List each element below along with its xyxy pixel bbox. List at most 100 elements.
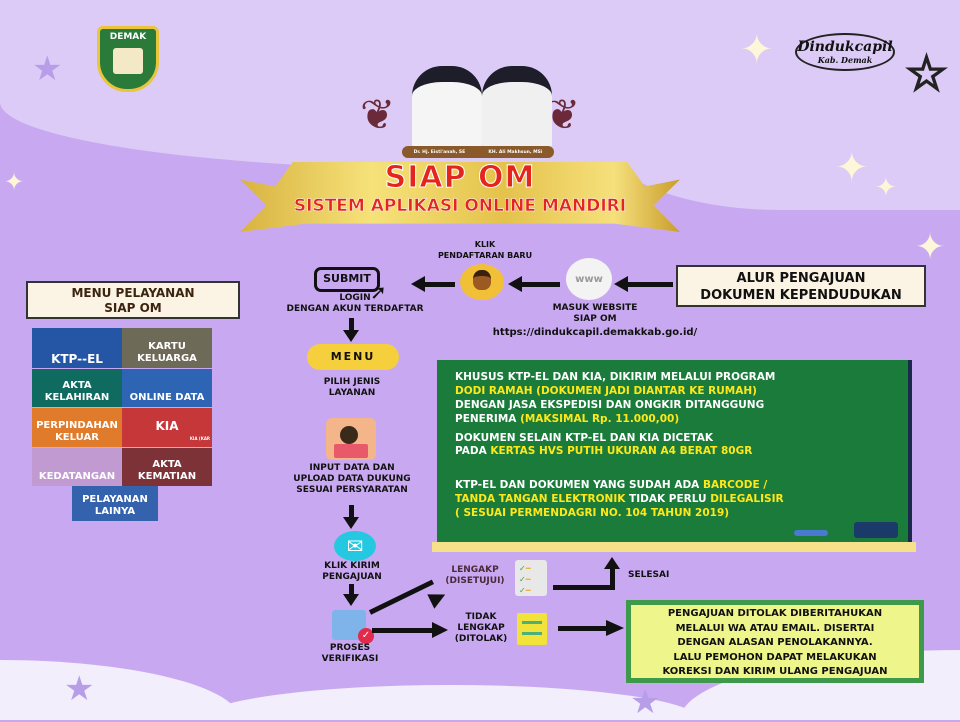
tile-label: KIA	[155, 419, 179, 433]
rejection-note: PENGAJUAN DITOLAK DIBERITAHUKAN MELALUI …	[626, 600, 924, 683]
menu-tile-perpindahan-keluar[interactable]: PERPINDAHAN KELUAR	[32, 408, 122, 447]
note-line: KOREKSI DAN KIRIM ULANG PENGAJUAN	[662, 666, 888, 677]
sparkle-icon: ✦	[740, 27, 774, 73]
arrow-right	[372, 628, 434, 633]
tile-label: AKTA KELAHIRAN	[44, 380, 110, 403]
arrow-down	[349, 584, 354, 596]
globe-www-icon: www	[566, 258, 612, 300]
official-photo	[412, 66, 482, 148]
label-line: (DITOLAK)	[454, 634, 508, 644]
menu-tile-akta-kelahiran[interactable]: AKTA KELAHIRAN	[32, 369, 122, 407]
menu-btn-text: MENU	[330, 350, 376, 363]
text: DENGAN JASA EKSPEDISI DAN ONGKIR DITANGG…	[455, 399, 765, 411]
document-check-icon: ✓	[332, 610, 374, 644]
label-line: PENGAJUAN	[322, 572, 382, 582]
tile-label: PELAYANAN LAINYA	[82, 494, 148, 517]
label-line: SIAP OM	[573, 314, 617, 324]
arrow-down	[349, 505, 354, 519]
menu-tile-ktp-el[interactable]: KTP--EL	[32, 328, 122, 368]
tile-label: AKTA KEMATIAN	[137, 459, 197, 482]
label-line: KLIK	[474, 240, 496, 249]
label-line: LAYANAN	[328, 388, 376, 398]
text: TIDAK PERLU	[625, 493, 711, 505]
logo-sub-text: Kab. Demak	[817, 55, 873, 65]
submit-button-icon: SUBMIT	[314, 267, 380, 292]
note-line: MELALUI WA ATAU EMAIL. DISERTAI	[675, 622, 875, 634]
note-line: LALU PEMOHON DAPAT MELAKUKAN	[673, 651, 877, 663]
arrow-right	[558, 626, 608, 631]
text: DOKUMEN SELAIN KTP-EL DAN KIA DICETAK	[455, 432, 713, 444]
website-url-link[interactable]: https://dindukcapil.demakkab.go.id/	[492, 327, 698, 338]
app-subtitle: SISTEM APLIKASI ONLINE MANDIRI	[293, 196, 627, 217]
arrow-head	[343, 594, 359, 606]
highlight-text: DILEGALISIR	[710, 493, 784, 505]
arrow-head	[614, 276, 628, 292]
user-avatar-icon	[460, 264, 504, 300]
label-line: VERIFIKASI	[321, 654, 379, 664]
submit-text: SUBMIT	[323, 272, 371, 285]
label-line: LENGAKP	[451, 565, 499, 575]
tile-label: KTP--EL	[51, 352, 103, 366]
note-line: DENGAN ALASAN PENOLAKANNYA.	[677, 637, 873, 648]
highlight-text: TANDA TANGAN ELEKTRONIK	[455, 493, 626, 505]
info-paragraph-legalisir: KTP-EL DAN DOKUMEN YANG SUDAH ADA BARCOD…	[455, 478, 908, 520]
title-ribbon	[240, 162, 680, 232]
label-line: KLIK KIRIM	[324, 561, 380, 571]
label-line: PENDAFTARAN BARU	[437, 251, 533, 260]
logo-main-text: Dindukcapil	[797, 39, 893, 55]
label-line: INPUT DATA DAN	[309, 463, 395, 473]
label-line: SESUAI PERSYARATAN	[296, 485, 408, 495]
label-line: DENGAN AKUN TERDAFTAR	[286, 304, 424, 314]
menu-tile-kedatangan[interactable]: KEDATANGAN	[32, 448, 122, 486]
tile-label: PERPINDAHAN KELUAR	[36, 420, 118, 443]
dindukcapil-logo: Dindukcapil Kab. Demak	[795, 33, 895, 71]
www-text: www	[575, 273, 603, 285]
sparkle-icon: ✦	[915, 227, 946, 268]
highlight-text: ( SESUAI PERMENDAGRI NO. 104 TAHUN 2019)	[455, 507, 730, 519]
menu-tile-akta-kematian[interactable]: AKTA KEMATIAN	[122, 448, 212, 486]
menu-title-banner: MENU PELAYANAN SIAP OM	[26, 281, 240, 319]
menu-button-icon: MENU	[307, 344, 399, 370]
arrow-down	[349, 318, 354, 332]
sparkle-icon: ✦	[875, 173, 897, 203]
daftar-label: KLIK PENDAFTARAN BARU	[420, 239, 550, 261]
label-line: (DISETUJUI)	[445, 576, 505, 586]
menu-tile-pelayanan-lainya[interactable]: PELAYANAN LAINYA	[72, 486, 158, 521]
star-outline-icon: ☆	[904, 46, 949, 102]
label-line: LENGKAP	[457, 623, 505, 633]
alur-line: DOKUMEN KEPENDUDUKAN	[700, 288, 902, 303]
demak-logo: DEMAK	[97, 26, 159, 92]
laurel-left-icon: ❦	[360, 90, 396, 139]
star-icon: ★	[630, 682, 661, 722]
highlight-text: KERTAS HVS PUTIH UKURAN A4 BERAT 80GR	[490, 445, 753, 457]
text: KHUSUS KTP-EL DAN KIA, DIKIRIM MELALUI P…	[455, 371, 776, 383]
sparkle-icon: ✦	[4, 168, 25, 196]
label-line: PROSES	[329, 643, 371, 653]
arrow-head	[343, 330, 359, 342]
official-photo	[482, 66, 552, 148]
official-name: Dr. Hj. Eisti'anah, SE	[413, 149, 466, 155]
menu-tile-kartu-keluarga[interactable]: KARTU KELUARGA	[122, 328, 212, 368]
menu-tile-online-data[interactable]: ONLINE DATA	[122, 369, 212, 407]
text: PENERIMA	[455, 413, 521, 425]
cursor-icon: ➚	[370, 280, 387, 304]
chalkboard-ledge	[432, 542, 916, 552]
officials-caption: Dr. Hj. Eisti'anah, SE KH. Ali Makhsun, …	[402, 146, 554, 158]
background-cloud	[200, 685, 700, 720]
lengkap-label: LENGAKP(DISETUJUI)	[440, 565, 510, 587]
menu-title-line: SIAP OM	[104, 301, 162, 315]
eraser-icon	[854, 522, 898, 538]
note-line: PENGAJUAN DITOLAK DIBERITAHUKAN	[667, 608, 883, 619]
label-line: MASUK WEBSITE	[552, 303, 638, 313]
laptop-person-icon	[326, 418, 376, 460]
tile-label: ONLINE DATA	[129, 392, 205, 403]
arrow-head	[604, 557, 620, 569]
rejected-document-icon	[517, 613, 547, 645]
highlight-text: BARCODE /	[702, 479, 768, 491]
